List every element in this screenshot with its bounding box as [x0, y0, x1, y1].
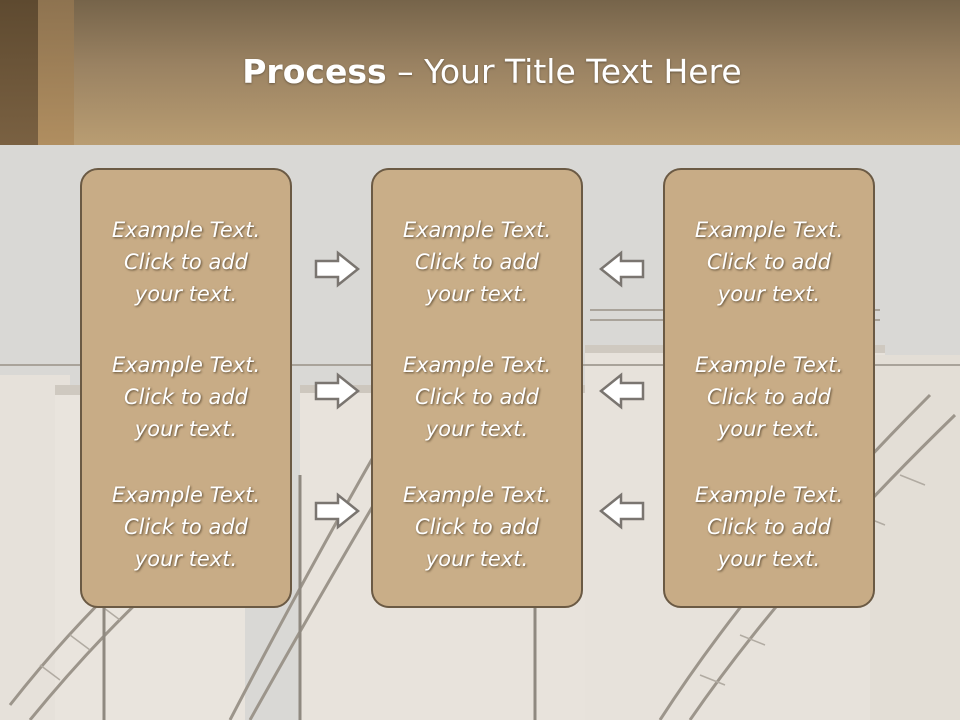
text-line: your text. — [425, 282, 529, 306]
text-line: Example Text. — [111, 483, 261, 507]
text-line: Click to add — [414, 385, 539, 409]
text-line: your text. — [425, 547, 529, 571]
text-line: Click to add — [706, 250, 831, 274]
header-accent-light — [38, 0, 74, 145]
text-line: your text. — [134, 282, 238, 306]
text-line: your text. — [717, 282, 821, 306]
text-line: Example Text. — [694, 353, 844, 377]
text-block[interactable]: Example Text. Click to add your text. — [373, 349, 581, 445]
header-accent-dark — [0, 0, 38, 145]
text-line: Example Text. — [402, 353, 552, 377]
title-bar: Process – Your Title Text Here — [0, 0, 960, 145]
process-panel-left[interactable]: Example Text. Click to add your text. Ex… — [80, 168, 292, 608]
text-block[interactable]: Example Text. Click to add your text. — [373, 479, 581, 575]
text-line: Example Text. — [111, 218, 261, 242]
text-line: Click to add — [414, 250, 539, 274]
text-line: Click to add — [123, 385, 248, 409]
text-block[interactable]: Example Text. Click to add your text. — [82, 479, 290, 575]
text-line: Example Text. — [402, 218, 552, 242]
text-block[interactable]: Example Text. Click to add your text. — [82, 349, 290, 445]
process-panel-center[interactable]: Example Text. Click to add your text. Ex… — [371, 168, 583, 608]
text-line: Click to add — [123, 250, 248, 274]
text-line: Example Text. — [694, 483, 844, 507]
process-panel-right[interactable]: Example Text. Click to add your text. Ex… — [663, 168, 875, 608]
text-line: Click to add — [414, 515, 539, 539]
text-line: Example Text. — [111, 353, 261, 377]
slide-title[interactable]: Process – Your Title Text Here — [0, 52, 960, 91]
text-block[interactable]: Example Text. Click to add your text. — [665, 479, 873, 575]
text-line: Example Text. — [402, 483, 552, 507]
right-arrow-icon — [314, 372, 361, 410]
text-line: your text. — [134, 547, 238, 571]
title-rest: – Your Title Text Here — [386, 52, 742, 91]
text-line: Click to add — [706, 515, 831, 539]
left-arrow-icon — [598, 372, 645, 410]
text-line: Example Text. — [694, 218, 844, 242]
text-block[interactable]: Example Text. Click to add your text. — [373, 214, 581, 310]
left-arrow-icon — [598, 492, 645, 530]
left-arrow-icon — [598, 250, 645, 288]
right-arrow-icon — [314, 492, 361, 530]
text-block[interactable]: Example Text. Click to add your text. — [665, 349, 873, 445]
text-line: your text. — [425, 417, 529, 441]
text-line: your text. — [717, 547, 821, 571]
text-block[interactable]: Example Text. Click to add your text. — [82, 214, 290, 310]
text-block[interactable]: Example Text. Click to add your text. — [665, 214, 873, 310]
right-arrow-icon — [314, 250, 361, 288]
text-line: Click to add — [123, 515, 248, 539]
title-bold: Process — [242, 52, 387, 91]
text-line: Click to add — [706, 385, 831, 409]
text-line: your text. — [717, 417, 821, 441]
text-line: your text. — [134, 417, 238, 441]
